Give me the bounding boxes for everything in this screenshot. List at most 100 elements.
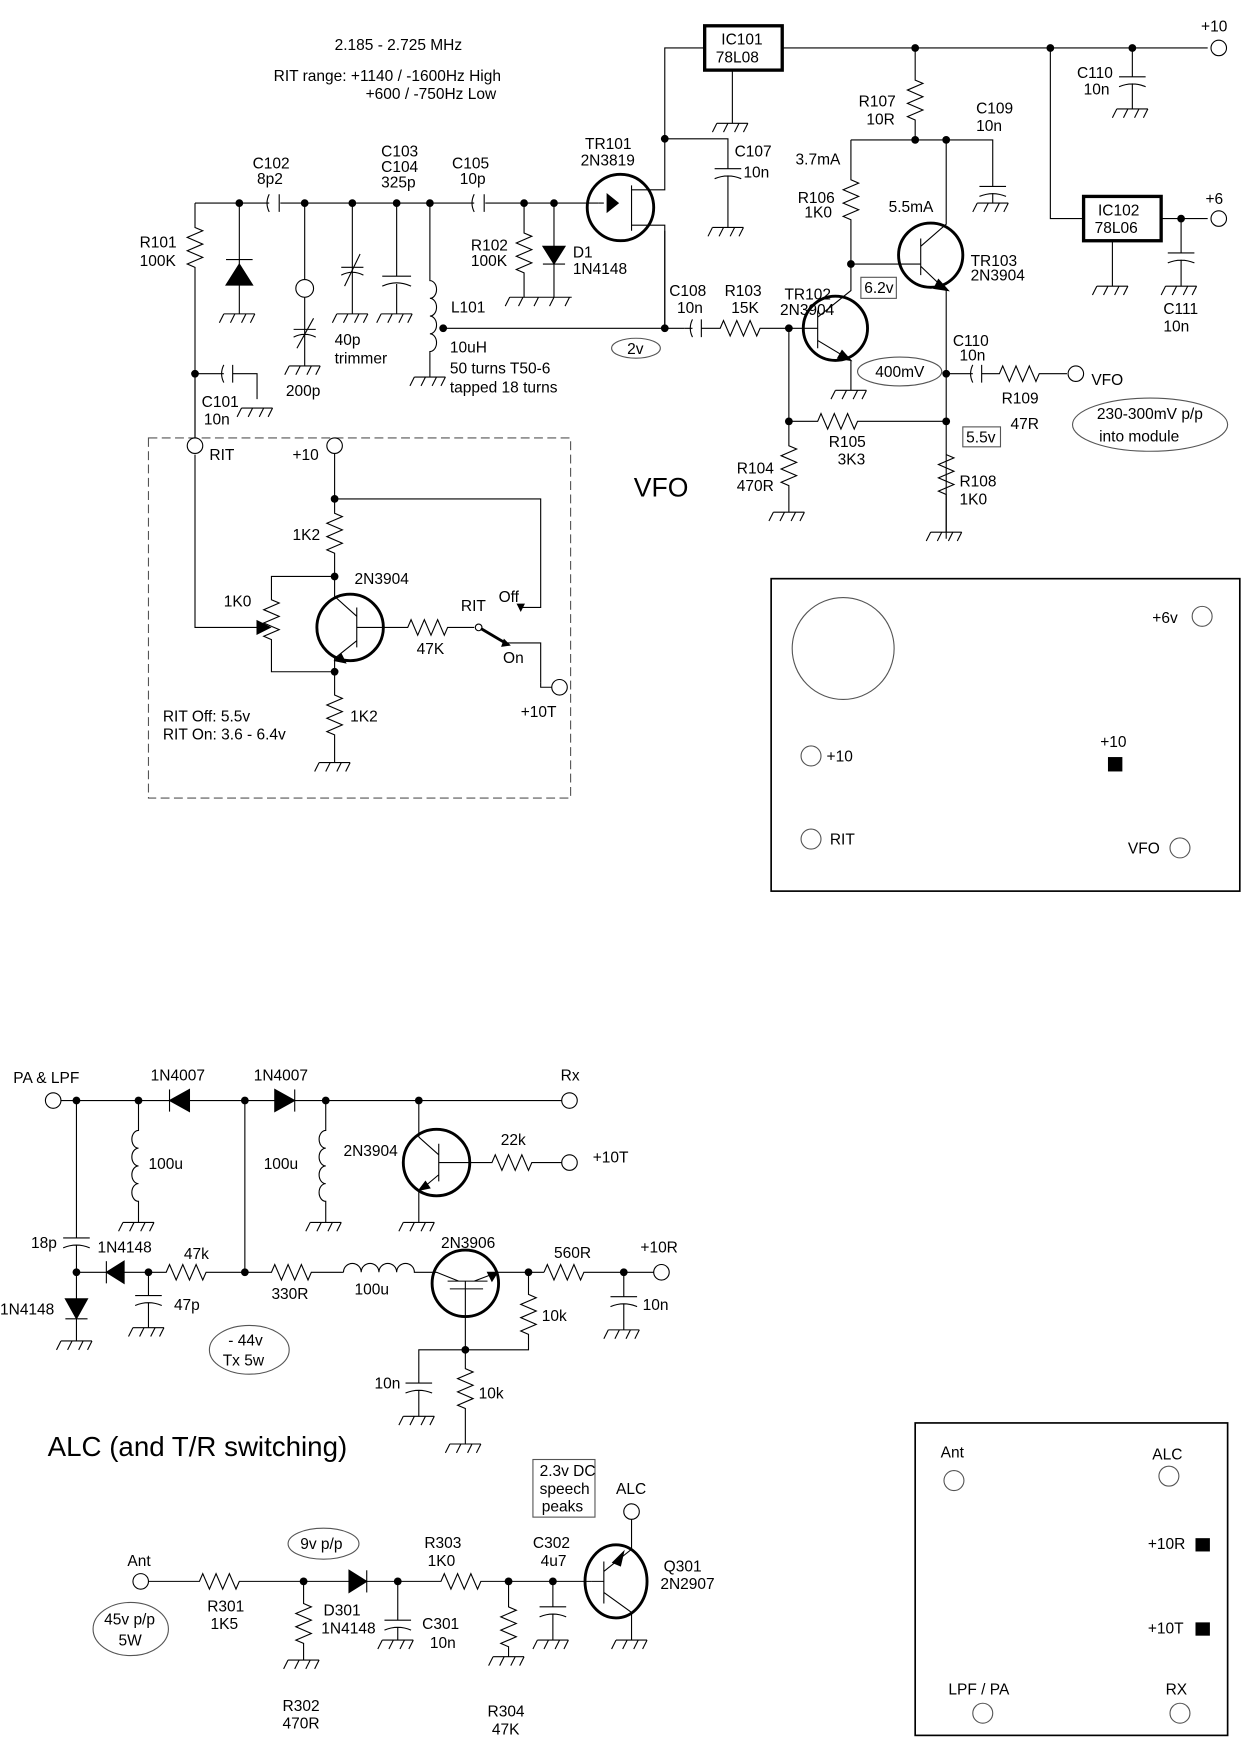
rit-switch-off: Off	[499, 589, 520, 606]
ground-icon	[55, 1340, 93, 1351]
c111-value: 10n	[1163, 319, 1189, 336]
pa-lpf-terminal[interactable]	[44, 1092, 62, 1109]
c105-ref: C105	[452, 156, 489, 173]
var-cap-200p-value: 200p	[286, 383, 320, 400]
rx-terminal[interactable]	[561, 1092, 578, 1109]
terminal-200p[interactable]	[295, 278, 315, 298]
c110-out-ref: C110	[953, 333, 989, 350]
diode-1n4007-a-icon	[168, 1088, 191, 1113]
alc-module-outline	[914, 1422, 1229, 1737]
alc-module-rx-pad[interactable]	[1169, 1702, 1191, 1724]
alc-module-plus10t-label: +10T	[1148, 1620, 1184, 1637]
vfo-module-plus10-square-pad[interactable]	[1107, 757, 1123, 772]
rit-plus10t-terminal[interactable]	[551, 678, 568, 696]
ground-icon	[127, 1327, 165, 1338]
variable-capacitor-200p-icon	[293, 318, 317, 349]
plus10r-terminal[interactable]	[653, 1263, 670, 1281]
voltage-400mv-ellipse	[857, 356, 943, 387]
note-45v-line2: 5W	[119, 1633, 143, 1650]
c107-capacitor	[664, 138, 742, 228]
alc-module-lpf-pa-pad[interactable]	[972, 1702, 994, 1724]
d1-value: 1N4148	[573, 261, 627, 278]
vfo-module-plus10-pad[interactable]	[800, 745, 822, 767]
rit-r-top-resistor	[325, 498, 344, 577]
note-9v-ellipse	[287, 1527, 360, 1560]
alc-module-ant-pad[interactable]	[943, 1470, 965, 1492]
c101-ref: C101	[202, 394, 239, 411]
tr103-value: 2N3904	[971, 268, 1026, 285]
r302-resistor	[294, 1581, 313, 1661]
r302-ref: R302	[283, 1698, 320, 1715]
rit-switch-lever[interactable]	[480, 627, 506, 645]
rit-terminal[interactable]	[186, 437, 204, 455]
pot-wiper-arrow-icon	[256, 619, 272, 635]
plus6-terminal[interactable]	[1210, 210, 1228, 227]
vfo-module-rit-pad[interactable]	[800, 828, 822, 850]
r106-resistor	[841, 139, 861, 265]
note-44v-ellipse	[208, 1324, 290, 1375]
capacitor-47p-label: 47p	[174, 1297, 200, 1314]
ground-icon	[305, 1221, 342, 1232]
c110-out-capacitor	[970, 364, 983, 383]
ground-icon	[331, 313, 369, 324]
speech-peaks-line1: 2.3v DC	[540, 1463, 596, 1480]
c107-ref: C107	[735, 144, 772, 161]
voltage-5v5-box	[962, 426, 1002, 448]
r101-ref: R101	[140, 234, 177, 251]
inductor-100u-b	[318, 1100, 327, 1223]
rit-r-bottom-value: 1K2	[350, 709, 378, 726]
inductor-100u-a	[131, 1100, 140, 1223]
c103-c104-capacitor	[382, 203, 412, 314]
rit-r-base-value: 47K	[417, 641, 445, 658]
r107-resistor	[906, 47, 925, 140]
rit-switch-pivot[interactable]	[474, 623, 483, 632]
ground-icon	[707, 226, 744, 237]
rit-plus10-terminal[interactable]	[326, 437, 343, 455]
plus10t-label: +10T	[593, 1150, 629, 1167]
q301-value: 2N2907	[660, 1576, 714, 1593]
ground-icon	[284, 365, 321, 376]
ant-input-terminal[interactable]	[132, 1573, 150, 1590]
ground-icon	[925, 531, 963, 542]
r108-resistor	[937, 454, 956, 533]
ground-icon	[377, 1639, 414, 1650]
vfo-module-plus6-pad[interactable]	[1191, 605, 1213, 627]
r-10k-a	[418, 1272, 538, 1384]
rit-note-on: RIT On: 3.6 - 6.4v	[163, 726, 286, 743]
vfo-output-terminal[interactable]	[1067, 365, 1085, 383]
alc-output-label: ALC	[616, 1481, 646, 1498]
alc-module-plus10r-pad[interactable]	[1195, 1538, 1210, 1552]
vfo-module-plus10-right-label: +10	[1100, 734, 1127, 751]
note-44v-line1: - 44v	[228, 1332, 263, 1349]
alc-module-rx-label: RX	[1166, 1681, 1188, 1698]
plus10-terminal[interactable]	[1210, 39, 1228, 57]
vfo-module-vfo-pad[interactable]	[1169, 837, 1191, 859]
alc-output-terminal[interactable]	[623, 1503, 640, 1520]
c109-value: 10n	[976, 118, 1002, 135]
ground-icon	[314, 762, 351, 773]
c108-value: 10n	[677, 300, 703, 317]
plus10t-terminal[interactable]	[561, 1154, 578, 1171]
voltage-5v5: 5.5v	[966, 429, 996, 446]
plus10r-label: +10R	[640, 1239, 677, 1256]
speech-peaks-line3: peaks	[542, 1499, 584, 1516]
trimmer-note: trimmer	[335, 351, 388, 368]
diode-1n4148-b-label: 1N4148	[0, 1301, 54, 1318]
alc-module-plus10t-pad[interactable]	[1195, 1622, 1210, 1636]
pnp-transistor-label: 2N3906	[441, 1235, 495, 1252]
r-560r	[543, 1263, 654, 1282]
ic101-regulator	[703, 24, 784, 72]
capacitor-10n-a-label: 10n	[643, 1297, 669, 1314]
capacitor-18p-label: 18p	[31, 1235, 57, 1252]
r-560r-label: 560R	[554, 1245, 591, 1262]
l101-note-turns: 50 turns T50-6	[450, 361, 551, 378]
speech-peaks-line2: speech	[540, 1481, 590, 1498]
ground-icon	[117, 1221, 155, 1232]
c111-capacitor	[1167, 218, 1195, 287]
alc-module-alc-pad[interactable]	[1158, 1465, 1180, 1487]
vfo-module-rit-label: RIT	[830, 832, 856, 849]
rit-plus10-label: +10	[293, 447, 320, 464]
note-45v-line1: 45v p/p	[104, 1612, 155, 1629]
c107-value: 10n	[743, 165, 769, 182]
